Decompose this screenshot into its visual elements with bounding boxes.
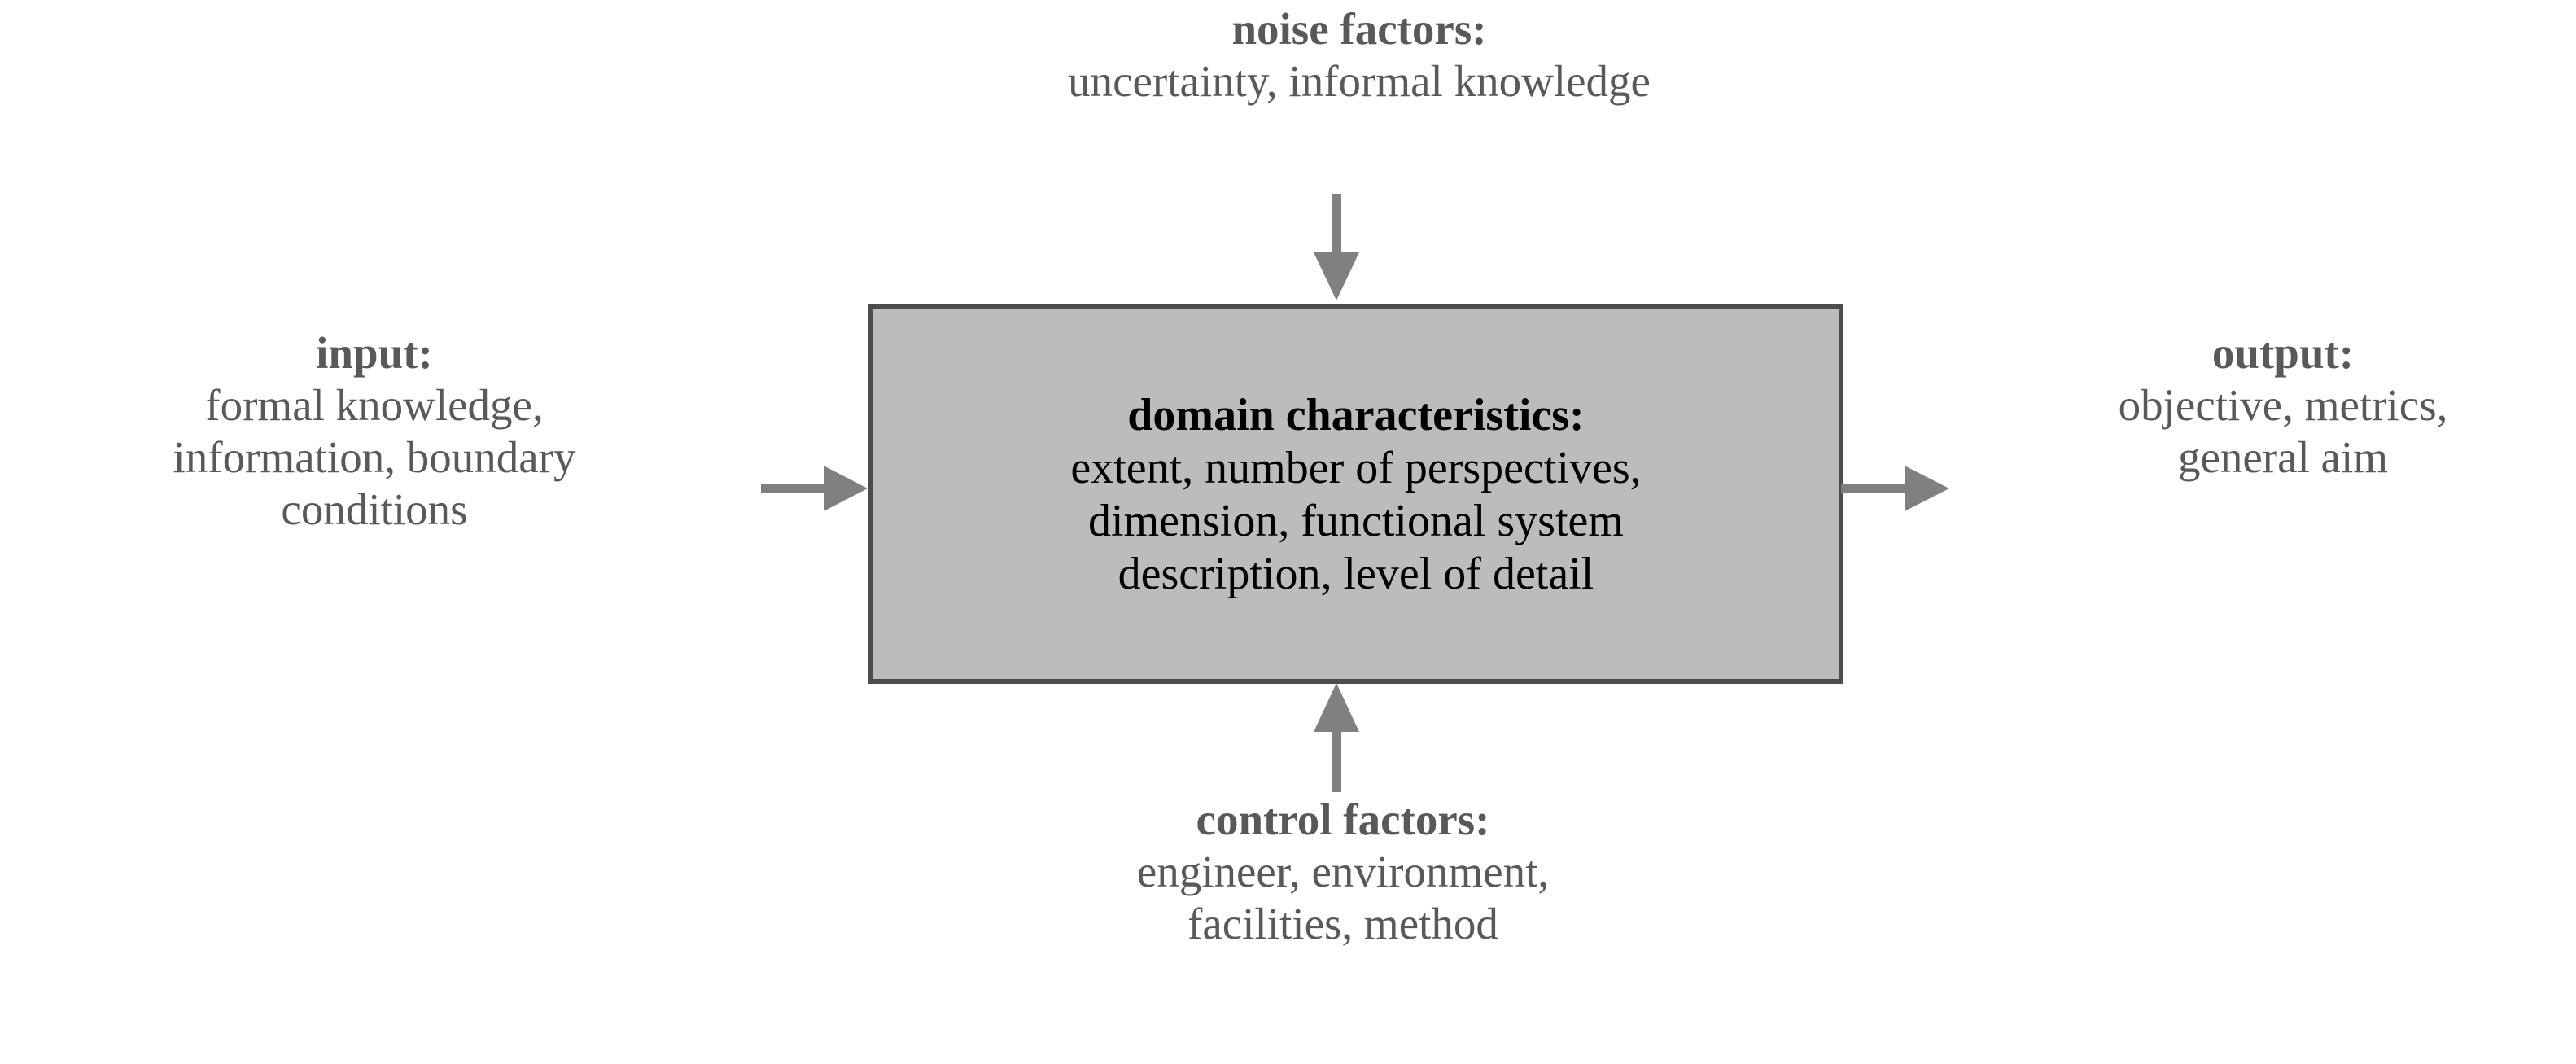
noise-arrow-down-icon	[1312, 194, 1361, 301]
noise-factors-header: noise factors:	[1231, 4, 1487, 54]
input-line-1: formal knowledge,	[205, 380, 544, 430]
control-factors-line-1: engineer, environment,	[1136, 847, 1550, 896]
output-arrow-right-icon	[1841, 464, 1950, 513]
domain-box-line-1: extent, number of perspectives,	[1070, 442, 1642, 493]
domain-box-line-2: dimension, functional system	[1088, 495, 1624, 546]
input-label: input: formal knowledge, information, bo…	[8, 327, 741, 536]
input-arrow-right-icon	[761, 464, 868, 513]
domain-box-header: domain characteristics:	[1127, 389, 1585, 440]
output-label: output: objective, metrics, general aim	[1970, 327, 2576, 484]
output-line-1: objective, metrics,	[2118, 380, 2448, 430]
control-factors-label: control factors: engineer, environment, …	[936, 794, 1750, 950]
noise-factors-label: noise factors: uncertainty, informal kno…	[838, 3, 1880, 107]
output-header: output:	[2211, 328, 2355, 378]
input-line-2: information, boundary	[173, 432, 576, 482]
output-line-2: general aim	[2177, 432, 2389, 482]
control-factors-line-2: facilities, method	[1187, 899, 1498, 948]
input-header: input:	[316, 328, 433, 378]
control-arrow-up-icon	[1312, 682, 1361, 793]
input-line-3: conditions	[281, 484, 468, 534]
domain-characteristics-box: domain characteristics: extent, number o…	[868, 304, 1843, 684]
noise-factors-line-1: uncertainty, informal knowledge	[1068, 56, 1651, 106]
domain-box-line-3: description, level of detail	[1117, 548, 1594, 599]
control-factors-header: control factors:	[1196, 795, 1490, 844]
